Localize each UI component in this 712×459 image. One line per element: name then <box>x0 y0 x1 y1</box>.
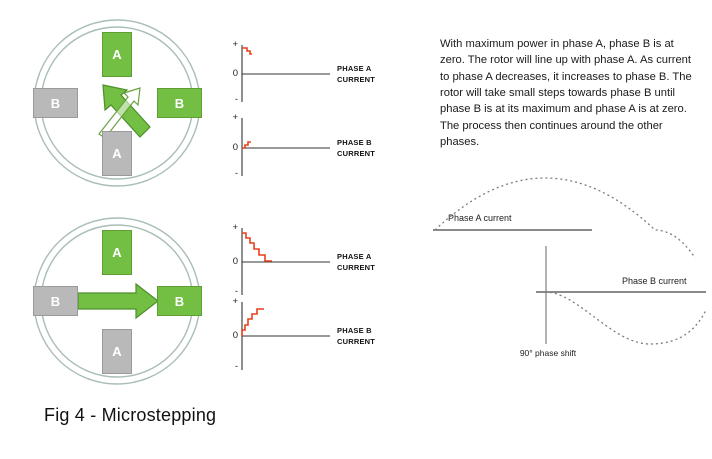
current-plot-axes <box>241 45 330 370</box>
wave-axes <box>433 229 706 293</box>
plot4-label: PHASE B CURRENT <box>337 326 376 346</box>
phase-a-wave <box>434 177 696 259</box>
figure-caption: Fig 4 - Microstepping <box>44 405 217 425</box>
motor2-pole-top: A <box>102 230 132 275</box>
plot3-label: PHASE A CURRENT <box>337 252 376 272</box>
motor1-pole-top: A <box>102 32 132 77</box>
plot4-zero-sign: 0 <box>232 330 238 341</box>
current-traces <box>241 47 272 336</box>
plot3-plus-sign: + <box>232 222 238 233</box>
plot1-minus-sign: - <box>234 94 238 105</box>
phase-a-wave-label: Phase A current <box>448 213 512 223</box>
motor1-pole-left: B <box>33 88 78 118</box>
motor2-pole-left: B <box>33 286 78 316</box>
phase-b-trace-bottom <box>241 308 264 336</box>
motor1-pole-bottom: A <box>102 131 132 176</box>
motor2-pole-right: B <box>157 286 202 316</box>
phase-b-trace-top <box>242 141 251 149</box>
motor2-rotor-arrow-icon <box>77 282 159 320</box>
phase-b-wave-label: Phase B current <box>622 276 687 286</box>
plot4-plus-sign: + <box>232 296 238 307</box>
plot3-minus-sign: - <box>234 286 238 297</box>
phase-b-wave <box>544 291 707 345</box>
plot2-label: PHASE B CURRENT <box>337 138 376 158</box>
plot1-zero-sign: 0 <box>232 68 238 79</box>
motor2-pole-bottom: A <box>102 329 132 374</box>
explanation-text: With maximum power in phase A, phase B i… <box>440 38 692 149</box>
plot4-minus-sign: - <box>234 361 238 372</box>
phase-a-trace-bottom <box>242 232 272 262</box>
phase-shift-label: 90° phase shift <box>519 348 577 358</box>
plot1-label: PHASE A CURRENT <box>337 64 376 84</box>
plot2-minus-sign: - <box>234 168 238 179</box>
phase-a-trace-top <box>242 47 252 55</box>
plot1-plus-sign: + <box>232 39 238 50</box>
plot2-plus-sign: + <box>232 112 238 123</box>
plot2-zero-sign: 0 <box>232 142 238 153</box>
plot3-zero-sign: 0 <box>232 256 238 267</box>
motor1-pole-right: B <box>157 88 202 118</box>
